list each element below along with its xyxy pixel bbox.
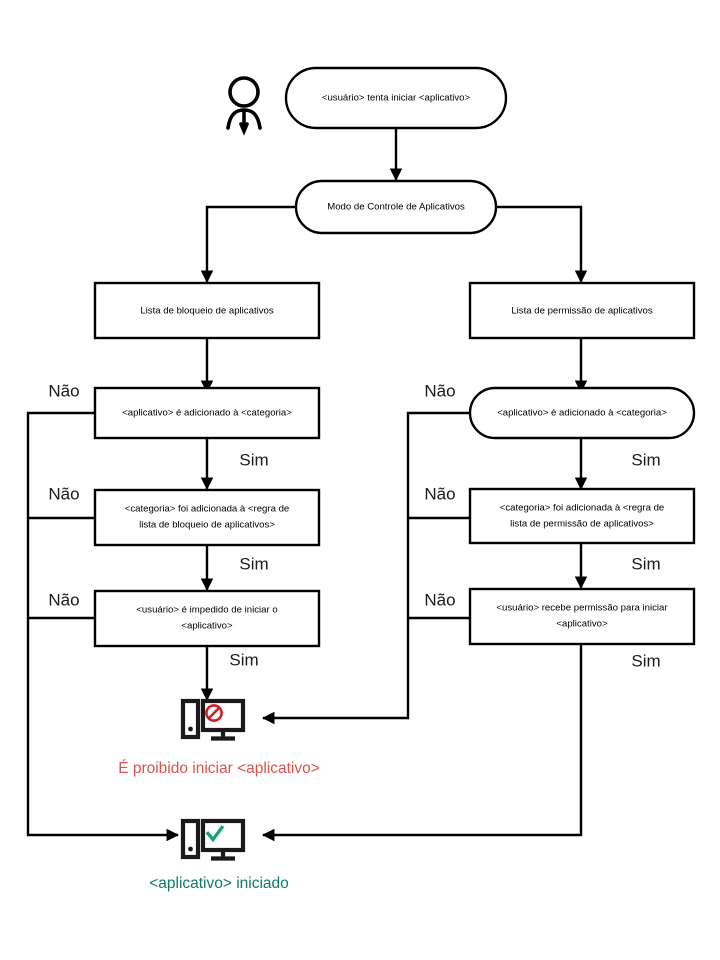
edge-label-nao-allow-user: Não (424, 590, 455, 609)
node-allow-category[interactable]: <aplicativo> é adicionado à <categoria> (468, 386, 696, 440)
computer-blocked-icon (180, 698, 246, 741)
node-start[interactable]: <usuário> tenta iniciar <aplicativo> (284, 66, 508, 130)
node-allow-user-label-line1: <usuário> recebe permissão para iniciar (496, 603, 668, 614)
node-block-user[interactable]: <usuário> é impedido de iniciar o <aplic… (93, 589, 321, 648)
node-allow-rule-label-line1: <categoria> foi adicionada à <regra de (500, 503, 665, 514)
node-start-label: <usuário> tenta iniciar <aplicativo> (322, 93, 471, 104)
conn-right-nao-rail (262, 411, 470, 725)
person-icon (226, 76, 262, 136)
node-allow-rule-label-line2: lista de permissão de aplicativos> (510, 519, 654, 530)
node-mode-label: Modo de Controle de Aplicativos (327, 202, 465, 213)
conn-mode-to-allowlist (497, 205, 588, 283)
node-block-user-label-line2: <aplicativo> (181, 621, 233, 632)
node-allow-user-label-line2: <aplicativo> (556, 619, 608, 630)
node-allow-rule[interactable]: <categoria> foi adicionada à <regra de l… (468, 487, 696, 545)
edge-label-sim-allow-user: Sim (631, 651, 660, 670)
edge-label-nao-allow-rule: Não (424, 484, 455, 503)
node-block-list[interactable]: Lista de bloqueio de aplicativos (93, 281, 321, 340)
edge-label-nao-allow-category: Não (424, 381, 455, 400)
edge-label-sim-allow-rule: Sim (631, 554, 660, 573)
node-allow-category-label: <aplicativo> é adicionado à <categoria> (497, 408, 667, 419)
result-blocked-text: É proibido iniciar <aplicativo> (118, 760, 320, 777)
node-allow-user[interactable]: <usuário> recebe permissão para iniciar … (468, 587, 696, 646)
node-block-rule-label-line1: <categoria> foi adicionada à <regra de (125, 504, 290, 515)
node-block-list-label: Lista de bloqueio de aplicativos (140, 306, 274, 317)
node-block-category-label: <aplicativo> é adicionado à <categoria> (122, 408, 292, 419)
conn-left-nao-rail (26, 411, 179, 842)
edge-label-nao-block-rule: Não (48, 484, 79, 503)
result-started-text: <aplicativo> iniciado (149, 875, 289, 892)
node-block-rule-label-line2: lista de bloqueio de aplicativos> (139, 520, 275, 531)
edge-label-nao-block-category: Não (48, 381, 79, 400)
node-allow-list-label: Lista de permissão de aplicativos (511, 306, 653, 317)
edge-label-nao-block-user: Não (48, 590, 79, 609)
node-block-category[interactable]: <aplicativo> é adicionado à <categoria> (93, 386, 321, 440)
edge-label-sim-block-category: Sim (239, 450, 268, 469)
node-mode[interactable]: Modo de Controle de Aplicativos (294, 179, 498, 235)
node-block-user-label-line1: <usuário> é impedido de iniciar o (136, 605, 277, 616)
edge-label-sim-block-rule: Sim (239, 554, 268, 573)
edge-label-sim-block-user: Sim (229, 650, 258, 669)
conn-allow-user-sim (262, 644, 583, 842)
edge-label-sim-allow-category: Sim (631, 450, 660, 469)
node-block-rule[interactable]: <categoria> foi adicionada à <regra de l… (93, 488, 321, 547)
computer-allowed-icon (180, 818, 246, 861)
node-allow-list[interactable]: Lista de permissão de aplicativos (468, 281, 696, 340)
conn-mode-to-blocklist (200, 205, 295, 283)
